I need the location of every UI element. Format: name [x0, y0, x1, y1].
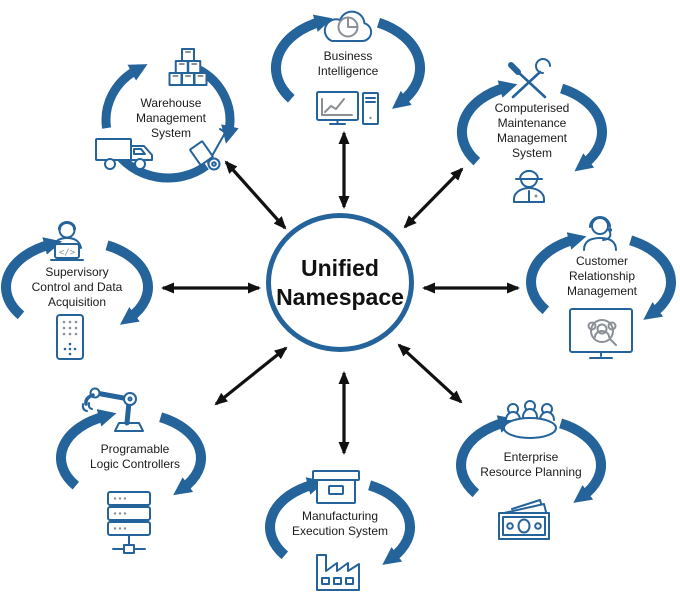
node-label-erp: Enterprise Resource Planning	[466, 450, 596, 480]
cloud-analytics-icon	[323, 10, 373, 43]
hand-truck-icon	[189, 128, 230, 171]
label-line: Programable	[100, 442, 170, 456]
meeting-table-icon	[503, 400, 557, 439]
boxes-stack-icon	[168, 48, 208, 86]
code-glyph: </>	[59, 248, 76, 258]
connector-arrow-top-right	[403, 167, 464, 229]
node-label-cmms: Computerised Maintenance Management Syst…	[472, 101, 592, 161]
label-line: Business	[323, 49, 373, 63]
cycle-business-intelligence	[270, 14, 426, 109]
truck-icon	[95, 138, 153, 170]
label-line: Customer	[575, 254, 628, 268]
unified-namespace-hub: Unified Namespace	[266, 213, 414, 352]
label-line: Execution System	[291, 524, 389, 538]
label-line: Maintenance	[497, 116, 567, 130]
robot-arm-icon	[81, 387, 144, 432]
node-label-warehouse: Warehouse Management System	[111, 96, 231, 141]
label-line: Enterprise	[503, 450, 559, 464]
cycle-crm	[526, 232, 676, 320]
money-icon	[498, 499, 550, 540]
maintenance-worker-icon	[513, 170, 545, 203]
label-line: Management	[566, 284, 638, 298]
customer-screen-icon	[569, 308, 633, 359]
cycle-arcs	[1, 14, 676, 565]
label-line: Manufacturing	[301, 509, 379, 523]
label-line: System	[150, 126, 191, 140]
cycle-mes	[265, 477, 415, 565]
cycle-plc	[56, 409, 206, 496]
storage-box-icon	[312, 470, 360, 504]
connector-arrow-top-left	[224, 160, 287, 230]
hub-title: Unified Namespace	[276, 254, 404, 312]
server-rack-icon	[107, 491, 151, 554]
node-label-scada: Supervisory Control and Data Acquisition	[12, 265, 142, 310]
factory-icon	[316, 554, 360, 591]
cycle-cmms	[456, 80, 607, 172]
node-label-business-intelligence: Business Intelligence	[288, 49, 408, 79]
hub-title-line: Unified	[301, 254, 379, 281]
hub-title-line: Namespace	[276, 283, 404, 310]
cycle-scada	[1, 237, 153, 325]
label-line: Computerised	[494, 101, 570, 115]
node-label-crm: Customer Relationship Management	[542, 254, 662, 299]
connector-arrow-bottom-right	[397, 343, 463, 404]
connector-arrow-bottom-left	[214, 346, 288, 406]
label-line: Management	[135, 111, 207, 125]
tools-icon	[508, 58, 551, 99]
node-icons: </>	[50, 10, 633, 591]
cycle-erp	[456, 415, 606, 503]
operator-laptop-icon: </>	[50, 221, 84, 261]
spoke-arrows	[161, 131, 520, 455]
node-label-mes: Manufacturing Execution System	[275, 509, 405, 539]
control-panel-icon	[56, 314, 84, 360]
label-line: Logic Controllers	[89, 457, 181, 471]
label-line: Warehouse	[140, 96, 202, 110]
label-line: Relationship	[568, 269, 636, 283]
label-line: Supervisory	[45, 265, 109, 279]
label-line: Acquisition	[47, 295, 107, 309]
label-line: Resource Planning	[480, 465, 582, 479]
label-line: System	[511, 146, 552, 160]
support-agent-icon	[583, 216, 617, 251]
monitor-chart-icon	[316, 91, 379, 125]
node-label-plc: Programable Logic Controllers	[70, 442, 200, 472]
label-line: Management	[496, 131, 568, 145]
label-line: Intelligence	[317, 64, 379, 78]
label-line: Control and Data	[31, 280, 123, 294]
